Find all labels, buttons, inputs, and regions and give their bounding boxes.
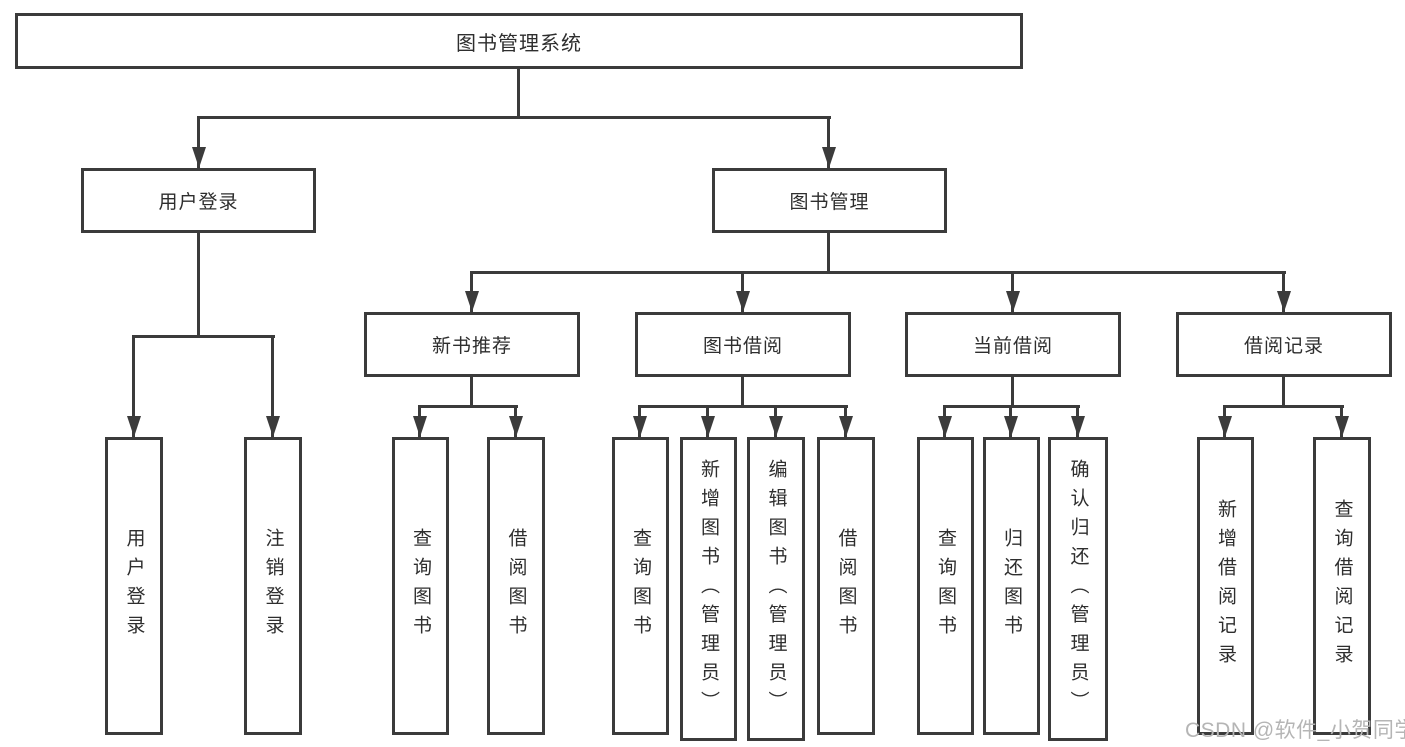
arrow-down-icon	[127, 416, 141, 437]
arrow-down-icon	[1071, 416, 1085, 437]
leaf-newrec-borrow-books: 借阅图书	[487, 437, 545, 735]
connector-hline	[470, 271, 1286, 274]
arrow-down-icon	[465, 291, 479, 312]
arrow-down-icon	[413, 416, 427, 437]
node-root: 图书管理系统	[15, 13, 1023, 69]
watermark: CSDN @软件_小贺同学	[1185, 719, 1405, 742]
node-borrow-records-label: 借阅记录	[1243, 336, 1324, 357]
connector-hline	[943, 405, 1080, 408]
arrow-down-icon	[822, 147, 836, 168]
arrow-down-icon	[1335, 416, 1349, 437]
node-new-book-recommend: 新书推荐	[364, 312, 580, 377]
leaf-user-login-label: 用户登录	[123, 528, 145, 644]
leaf-newrec-query-books-label: 查询图书	[410, 528, 431, 644]
leaf-borrowing-query-books: 查询图书	[612, 437, 669, 735]
arrow-down-icon	[938, 416, 952, 437]
leaf-current-confirm-return-admin-label: 确认归还（管理员）	[1067, 458, 1089, 720]
arrow-down-icon	[1277, 291, 1291, 312]
connector-vline	[827, 231, 830, 273]
connector-hline	[1223, 405, 1344, 408]
leaf-logout-label: 注销登录	[262, 528, 284, 644]
leaf-newrec-query-books: 查询图书	[392, 437, 449, 735]
leaf-records-add-record: 新增借阅记录	[1197, 437, 1254, 735]
connector-vline	[132, 335, 135, 437]
arrow-down-icon	[769, 416, 783, 437]
arrow-down-icon	[633, 416, 647, 437]
node-user-login-label: 用户登录	[158, 192, 239, 213]
leaf-borrowing-query-books-label: 查询图书	[630, 528, 651, 644]
node-book-borrowing: 图书借阅	[635, 312, 851, 377]
arrow-down-icon	[192, 147, 206, 168]
connector-vline	[827, 116, 830, 168]
leaf-records-query-record: 查询借阅记录	[1313, 437, 1371, 735]
leaf-user-login: 用户登录	[105, 437, 163, 735]
connector-vline	[517, 67, 520, 118]
leaf-current-return-books-label: 归还图书	[1001, 528, 1022, 644]
node-book-borrowing-label: 图书借阅	[702, 336, 783, 357]
leaf-newrec-borrow-books-label: 借阅图书	[505, 528, 527, 644]
connector-vline	[1011, 375, 1014, 407]
node-current-borrowing: 当前借阅	[905, 312, 1121, 377]
node-new-book-recommend-label: 新书推荐	[431, 336, 512, 357]
node-root-label: 图书管理系统	[456, 32, 582, 55]
leaf-borrowing-add-books-admin: 新增图书（管理员）	[680, 437, 737, 741]
node-current-borrowing-label: 当前借阅	[972, 336, 1053, 357]
node-book-management: 图书管理	[712, 168, 947, 233]
connector-vline	[197, 231, 200, 337]
arrow-down-icon	[736, 291, 750, 312]
connector-hline	[418, 405, 518, 408]
arrow-down-icon	[1004, 416, 1018, 437]
arrow-down-icon	[509, 416, 523, 437]
leaf-records-add-record-label: 新增借阅记录	[1215, 499, 1236, 673]
node-user-login: 用户登录	[81, 168, 316, 233]
connector-vline	[197, 116, 200, 168]
connector-vline	[271, 335, 274, 437]
leaf-borrowing-add-books-admin-label: 新增图书（管理员）	[698, 458, 719, 720]
leaf-current-return-books: 归还图书	[983, 437, 1040, 735]
connector-hline	[197, 116, 831, 119]
connector-hline	[638, 405, 848, 408]
leaf-borrowing-edit-books-admin: 编辑图书（管理员）	[747, 437, 805, 741]
leaf-current-query-books-label: 查询图书	[935, 528, 956, 644]
leaf-records-query-record-label: 查询借阅记录	[1331, 499, 1353, 673]
arrow-down-icon	[266, 416, 280, 437]
arrow-down-icon	[1006, 291, 1020, 312]
leaf-current-confirm-return-admin: 确认归还（管理员）	[1048, 437, 1108, 741]
leaf-logout: 注销登录	[244, 437, 302, 735]
leaf-current-query-books: 查询图书	[917, 437, 974, 735]
arrow-down-icon	[1218, 416, 1232, 437]
connector-vline	[1282, 375, 1285, 407]
connector-vline	[741, 375, 744, 407]
arrow-down-icon	[839, 416, 853, 437]
leaf-borrowing-borrow-books-label: 借阅图书	[835, 528, 857, 644]
node-book-management-label: 图书管理	[789, 192, 870, 213]
connector-hline	[132, 335, 275, 338]
node-borrow-records: 借阅记录	[1176, 312, 1392, 377]
arrow-down-icon	[701, 416, 715, 437]
connector-vline	[470, 375, 473, 407]
leaf-borrowing-borrow-books: 借阅图书	[817, 437, 875, 735]
leaf-borrowing-edit-books-admin-label: 编辑图书（管理员）	[765, 458, 787, 720]
